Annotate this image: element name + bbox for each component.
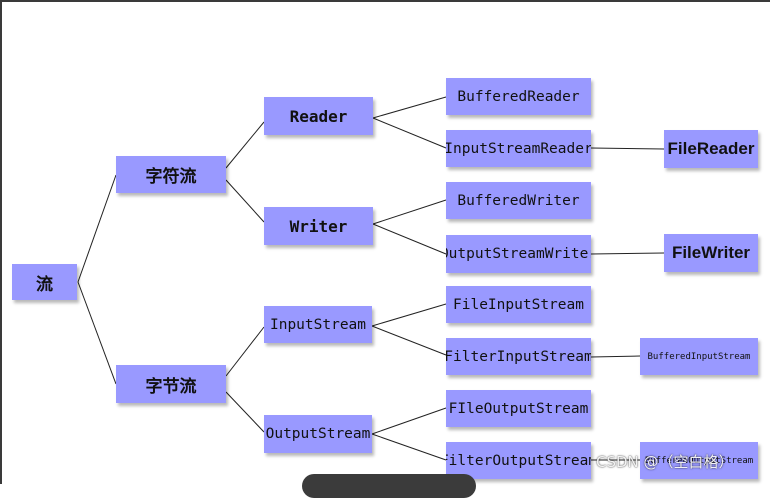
node-buffered-input-stream: BufferedInputStream xyxy=(640,338,758,375)
node-input-stream: InputStream xyxy=(264,306,372,343)
node-filter-output-stream: FilterOutputStream xyxy=(446,442,591,479)
node-char-stream: 字符流 xyxy=(116,156,226,193)
node-buffered-output-stream: BufferedOutputStream xyxy=(640,442,758,479)
horizontal-scrollbar-thumb[interactable] xyxy=(302,474,476,498)
node-input-stream-reader: InputStreamReader xyxy=(446,130,591,167)
node-file-output-stream: FIleOutputStream xyxy=(446,390,591,427)
node-file-writer: FileWriter xyxy=(664,234,758,272)
node-buffered-reader: BufferedReader xyxy=(446,78,591,115)
node-buffered-writer: BufferedWriter xyxy=(446,182,591,219)
csdn-watermark: CSDN @（空白格） xyxy=(596,453,734,471)
node-root-stream: 流 xyxy=(12,264,77,300)
node-filter-input-stream: FilterInputStream xyxy=(446,338,591,375)
node-reader: Reader xyxy=(264,97,373,135)
node-file-input-stream: FileInputStream xyxy=(446,286,591,323)
node-writer: Writer xyxy=(264,207,373,245)
node-byte-stream: 字节流 xyxy=(116,365,226,403)
window-top-border xyxy=(0,0,770,2)
node-output-stream: OutputStream xyxy=(264,415,372,453)
connector-lines xyxy=(77,96,665,461)
window-left-border xyxy=(0,0,2,484)
node-file-reader: FileReader xyxy=(664,130,758,168)
node-output-stream-writer: OutputStreamWriter xyxy=(446,235,591,273)
